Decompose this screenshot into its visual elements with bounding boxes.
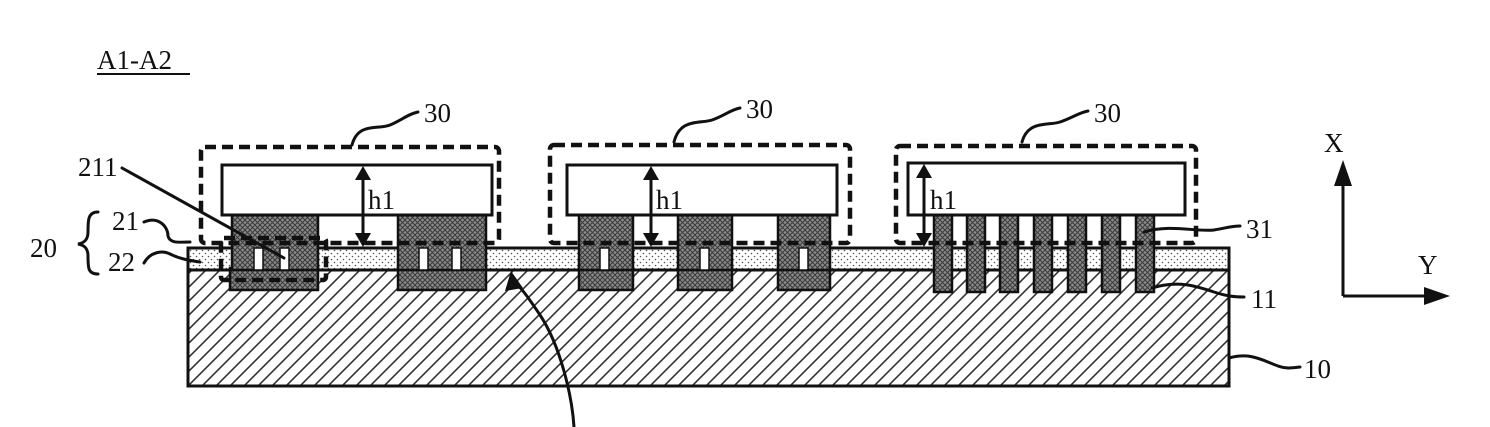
device-30-outline (547, 142, 853, 246)
leader-22 (142, 250, 202, 265)
protrusion-31 (965, 213, 987, 294)
axis-y-label: Y (1418, 250, 1438, 280)
section-title: A1-A2 (97, 45, 172, 75)
leader-21 (142, 218, 192, 244)
device-30-outline (198, 144, 502, 246)
protrusion-31 (1066, 213, 1088, 294)
protrusion-31 (1100, 213, 1122, 294)
opening (798, 247, 809, 271)
chip-box (565, 163, 839, 217)
arrowhead (505, 271, 523, 291)
arrow-to-layer-22 (512, 280, 576, 427)
x-axis-arrow-icon (1334, 160, 1352, 186)
h1-label: h1 (368, 185, 395, 215)
leader-30 (350, 110, 420, 147)
axis-x-label: X (1324, 128, 1344, 158)
chip-box (906, 161, 1187, 217)
substrate-10-label: 10 (1304, 354, 1331, 384)
layer-22-label: 22 (108, 247, 135, 277)
pad-11 (676, 266, 734, 292)
leader-211 (120, 166, 286, 260)
chip-box (220, 163, 494, 217)
pad-11-label: 11 (1251, 284, 1277, 314)
device-30-label: 30 (1094, 98, 1121, 128)
region-211-outline (218, 235, 329, 283)
leader-31 (1142, 224, 1242, 234)
y-axis-arrow-icon (1424, 287, 1450, 305)
h1-dimension (355, 164, 932, 247)
protrusion-31-label: 31 (1246, 214, 1273, 244)
leader-10 (1227, 354, 1302, 370)
axes (1334, 160, 1450, 305)
device-30-label: 30 (746, 94, 773, 124)
protrusions-group (932, 213, 1156, 294)
opening (599, 247, 610, 271)
protrusion-31 (1134, 213, 1156, 294)
leader-11 (1150, 282, 1246, 299)
brace-20 (77, 210, 100, 276)
opening-211-label: 211 (78, 152, 118, 182)
h1-label: h1 (656, 185, 683, 215)
device-30-label: 30 (424, 98, 451, 128)
opening (451, 247, 462, 271)
opening (418, 247, 429, 271)
leader-30 (1020, 109, 1090, 144)
h1-label: h1 (930, 185, 957, 215)
protrusion-31 (1032, 213, 1054, 294)
protrusion-31 (932, 213, 954, 294)
opening (699, 247, 710, 271)
pad-11 (577, 266, 635, 292)
layer-21-label: 21 (112, 206, 139, 236)
pad-11 (396, 266, 488, 292)
opening-211 (253, 247, 264, 271)
layer-20-label: 20 (30, 233, 57, 263)
protrusion-31 (998, 213, 1020, 294)
device-30-outline (893, 143, 1199, 246)
leader-30 (672, 106, 742, 144)
pad-11 (776, 266, 832, 292)
